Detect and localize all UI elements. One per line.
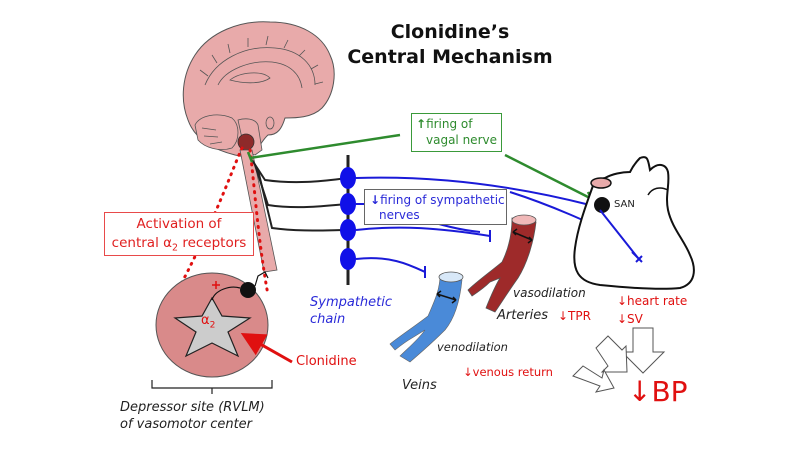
sympathetic-chain-label-2: chain — [310, 312, 346, 327]
sympathetic-chain-label: Sympathetic chain — [310, 294, 392, 328]
vagal-line-2: vagal nerve — [426, 133, 497, 147]
sympathetic-line-2: nerves — [379, 208, 420, 222]
depressor-site-label: Depressor site (RVLM) of vasomotor cente… — [120, 399, 265, 433]
tpr-label: ↓TPR — [558, 309, 591, 323]
sympathetic-ganglia — [340, 167, 356, 270]
sympathetic-chain-label-1: Sympathetic — [310, 295, 393, 310]
activation-line-2-pre: central α — [111, 235, 173, 251]
san-label: SAN — [614, 199, 635, 210]
rvlm-neuron-illustration — [155, 271, 269, 378]
depressor-label-2: of vasomotor center — [120, 417, 253, 432]
alpha-subscript: 2 — [209, 320, 216, 331]
vasodilation-label: vasodilation — [513, 286, 586, 300]
veins-label: Veins — [402, 378, 437, 393]
venous-return-label: ↓venous return — [463, 365, 553, 379]
heart-illustration — [573, 156, 695, 290]
artery-illustration — [467, 214, 537, 313]
dotted-connector — [176, 146, 270, 297]
clonidine-arrow — [240, 333, 293, 364]
bracket — [151, 380, 273, 394]
sv-label: ↓SV — [617, 312, 643, 326]
title-line-1: Clonidine’s — [390, 21, 510, 43]
sympathetic-line-1: firing of sympathetic — [380, 193, 505, 207]
alpha-symbol: α — [201, 313, 210, 328]
activation-line-1: Activation of — [136, 216, 222, 232]
activation-box: Activation of central α2 receptors — [104, 212, 254, 256]
up-arrow-icon: ↑ — [416, 117, 427, 131]
depressor-label-1: Depressor site (RVLM) — [120, 400, 265, 415]
arteries-label: Arteries — [497, 308, 549, 323]
san-node — [594, 197, 610, 213]
ganglion — [340, 219, 356, 241]
convergence-arrows — [572, 327, 666, 393]
ganglion — [340, 193, 356, 215]
heart-rate-label: ↓heart rate — [617, 294, 688, 308]
activation-line-2-post: receptors — [178, 235, 247, 251]
bp-label: ↓BP — [628, 375, 688, 408]
sympathetic-firing-box: ↓firing of sympathetic nerves — [364, 189, 507, 225]
clonidine-label: Clonidine — [296, 354, 357, 369]
ganglion — [340, 248, 356, 270]
vagal-firing-box: ↑firing of vagal nerve — [411, 113, 502, 152]
alpha2-label: α2 — [201, 313, 215, 331]
diagram-title: Clonidine’s Central Mechanism — [330, 20, 570, 70]
vagal-line-1: firing of — [426, 117, 473, 131]
title-line-2: Central Mechanism — [347, 46, 553, 68]
venodilation-label: venodilation — [437, 340, 508, 354]
down-arrow-icon: ↓ — [370, 193, 381, 207]
activation-line-2-sub: 2 — [172, 242, 179, 254]
brain-illustration — [182, 21, 335, 273]
vein-illustration — [389, 271, 464, 363]
ganglion — [340, 167, 356, 189]
